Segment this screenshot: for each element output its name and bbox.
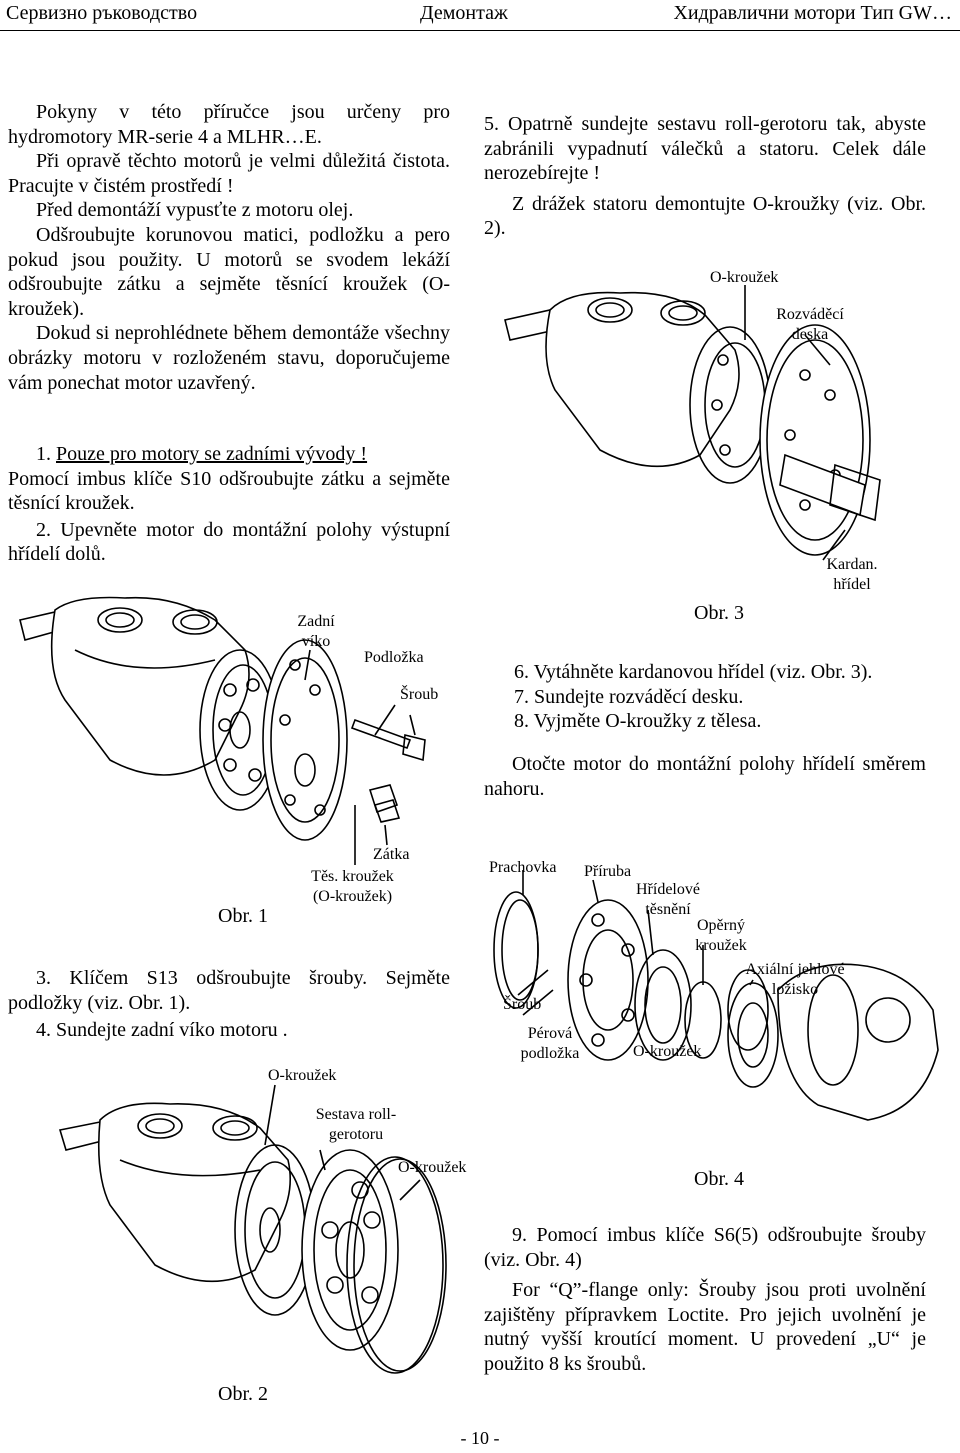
intro-p2: Při opravě těchto motorů je velmi důleži… xyxy=(8,150,450,197)
fig4-label-prachovka: Prachovka xyxy=(489,859,557,876)
fig1-label-zadni-viko: Zadní víko xyxy=(297,613,335,650)
fig4-label-hridelove: Hřídelové těsnění xyxy=(636,881,700,918)
steps-c: 5. Opatrně sundejte sestavu roll-gerotor… xyxy=(484,112,926,241)
intro-p3: Před demontáží vypusťte z motoru olej. xyxy=(36,199,354,222)
fig4-label-priruba: Příruba xyxy=(584,863,632,880)
intro-text: Pokyny v této příručce jsou určeny pro h… xyxy=(8,100,450,395)
steps-d2: Otočte motor do montážní polohy hřídelí … xyxy=(484,752,926,801)
step-2: 2. Upevněte motor do montážní polohy výs… xyxy=(8,518,450,566)
step-1-title: Pouze pro motory se zadními vývody ! xyxy=(56,443,368,465)
fig2-caption: Obr. 2 xyxy=(218,1383,268,1405)
step-7: 7. Sundejte rozváděcí desku. xyxy=(514,685,744,708)
fig4-caption: Obr. 4 xyxy=(694,1168,744,1190)
step-3: 3. Klíčem S13 odšroubujte šrouby. Sejmět… xyxy=(8,967,450,1014)
step-1-num: 1. xyxy=(36,443,51,465)
figure-3-drawing xyxy=(505,265,905,585)
steps-e: 9. Pomocí imbus klíče S6(5) odšroubujte … xyxy=(484,1223,926,1377)
steps-a: 1. Pouze pro motory se zadními vývody ! … xyxy=(8,442,450,567)
intro-p4: Odšroubujte korunovou matici, podložku a… xyxy=(8,223,450,320)
fig4-label-axialni: Axiální jehlové ložisko xyxy=(745,961,845,998)
fig1-label-tes-krouzek: Těs. kroužek (O-kroužek) xyxy=(311,868,394,905)
fig1-caption: Obr. 1 xyxy=(218,905,268,927)
step-8b: Otočte motor do montážní polohy hřídelí … xyxy=(484,753,926,800)
fig2-label-sestava: Sestava roll-gerotoru xyxy=(315,1106,397,1143)
fig4-label-sroub: Šroub xyxy=(503,996,542,1013)
fig1-label-podlozka: Podložka xyxy=(364,649,424,666)
fig3-label-kardan: Kardan. hřídel xyxy=(826,556,878,593)
q-flange-note: For “Q”-flange only: Šrouby jsou proti u… xyxy=(484,1279,926,1375)
intro-p1: Pokyny v této příručce jsou určeny pro h… xyxy=(8,101,450,148)
header-rule xyxy=(0,30,960,31)
fig3-label-o-krouzek: O-kroužek xyxy=(710,269,779,286)
figure-2-drawing xyxy=(60,1080,480,1380)
steps-b: 3. Klíčem S13 odšroubujte šrouby. Sejmět… xyxy=(8,966,450,1043)
fig4-label-perova: Pérová podložka xyxy=(520,1025,580,1062)
page-header: Сервизно ръководство Демонтаж Хидравличн… xyxy=(0,0,960,36)
step-5b: Z drážek statoru demontujte O-kroužky (v… xyxy=(484,192,926,240)
fig2-label-o-krouzek-top: O-kroužek xyxy=(268,1067,337,1084)
figure-4-drawing xyxy=(488,860,948,1180)
step-4: 4. Sundejte zadní víko motoru . xyxy=(36,1019,288,1042)
fig1-label-sroub: Šroub xyxy=(400,686,439,703)
fig4-label-operny: Opěrný kroužek xyxy=(695,917,747,954)
page-number: - 10 - xyxy=(460,1428,500,1448)
fig2-label-o-krouzek-right: O-kroužek xyxy=(398,1159,467,1176)
header-left: Сервизно ръководство xyxy=(6,2,198,24)
header-center: Демонтаж xyxy=(420,2,508,24)
step-1-body: Pomocí imbus klíče S10 odšroubujte zátku… xyxy=(8,467,450,515)
step-1: 1. Pouze pro motory se zadními vývody ! xyxy=(8,442,450,467)
step-5: 5. Opatrně sundejte sestavu roll-gerotor… xyxy=(484,113,926,185)
figure-1-drawing xyxy=(15,590,445,910)
steps-d: 6. Vytáhněte kardanovou hřídel (viz. Obr… xyxy=(514,660,926,734)
step-6: 6. Vytáhněte kardanovou hřídel (viz. Obr… xyxy=(514,661,873,683)
header-right: Хидравлични мотори Тип GW… xyxy=(673,2,952,24)
fig1-label-zatka: Zátka xyxy=(373,846,410,863)
fig4-label-o-krouzek: O-kroužek xyxy=(633,1043,702,1060)
step-8: 8. Vyjměte O-kroužky z tělesa. xyxy=(514,710,762,733)
fig3-label-rozvadeci: Rozváděcí deska xyxy=(776,306,844,343)
step-9: 9. Pomocí imbus klíče S6(5) odšroubujte … xyxy=(484,1224,926,1271)
fig3-caption: Obr. 3 xyxy=(694,602,744,624)
intro-p5: Dokud si neprohlédnete během demontáže v… xyxy=(8,322,450,394)
